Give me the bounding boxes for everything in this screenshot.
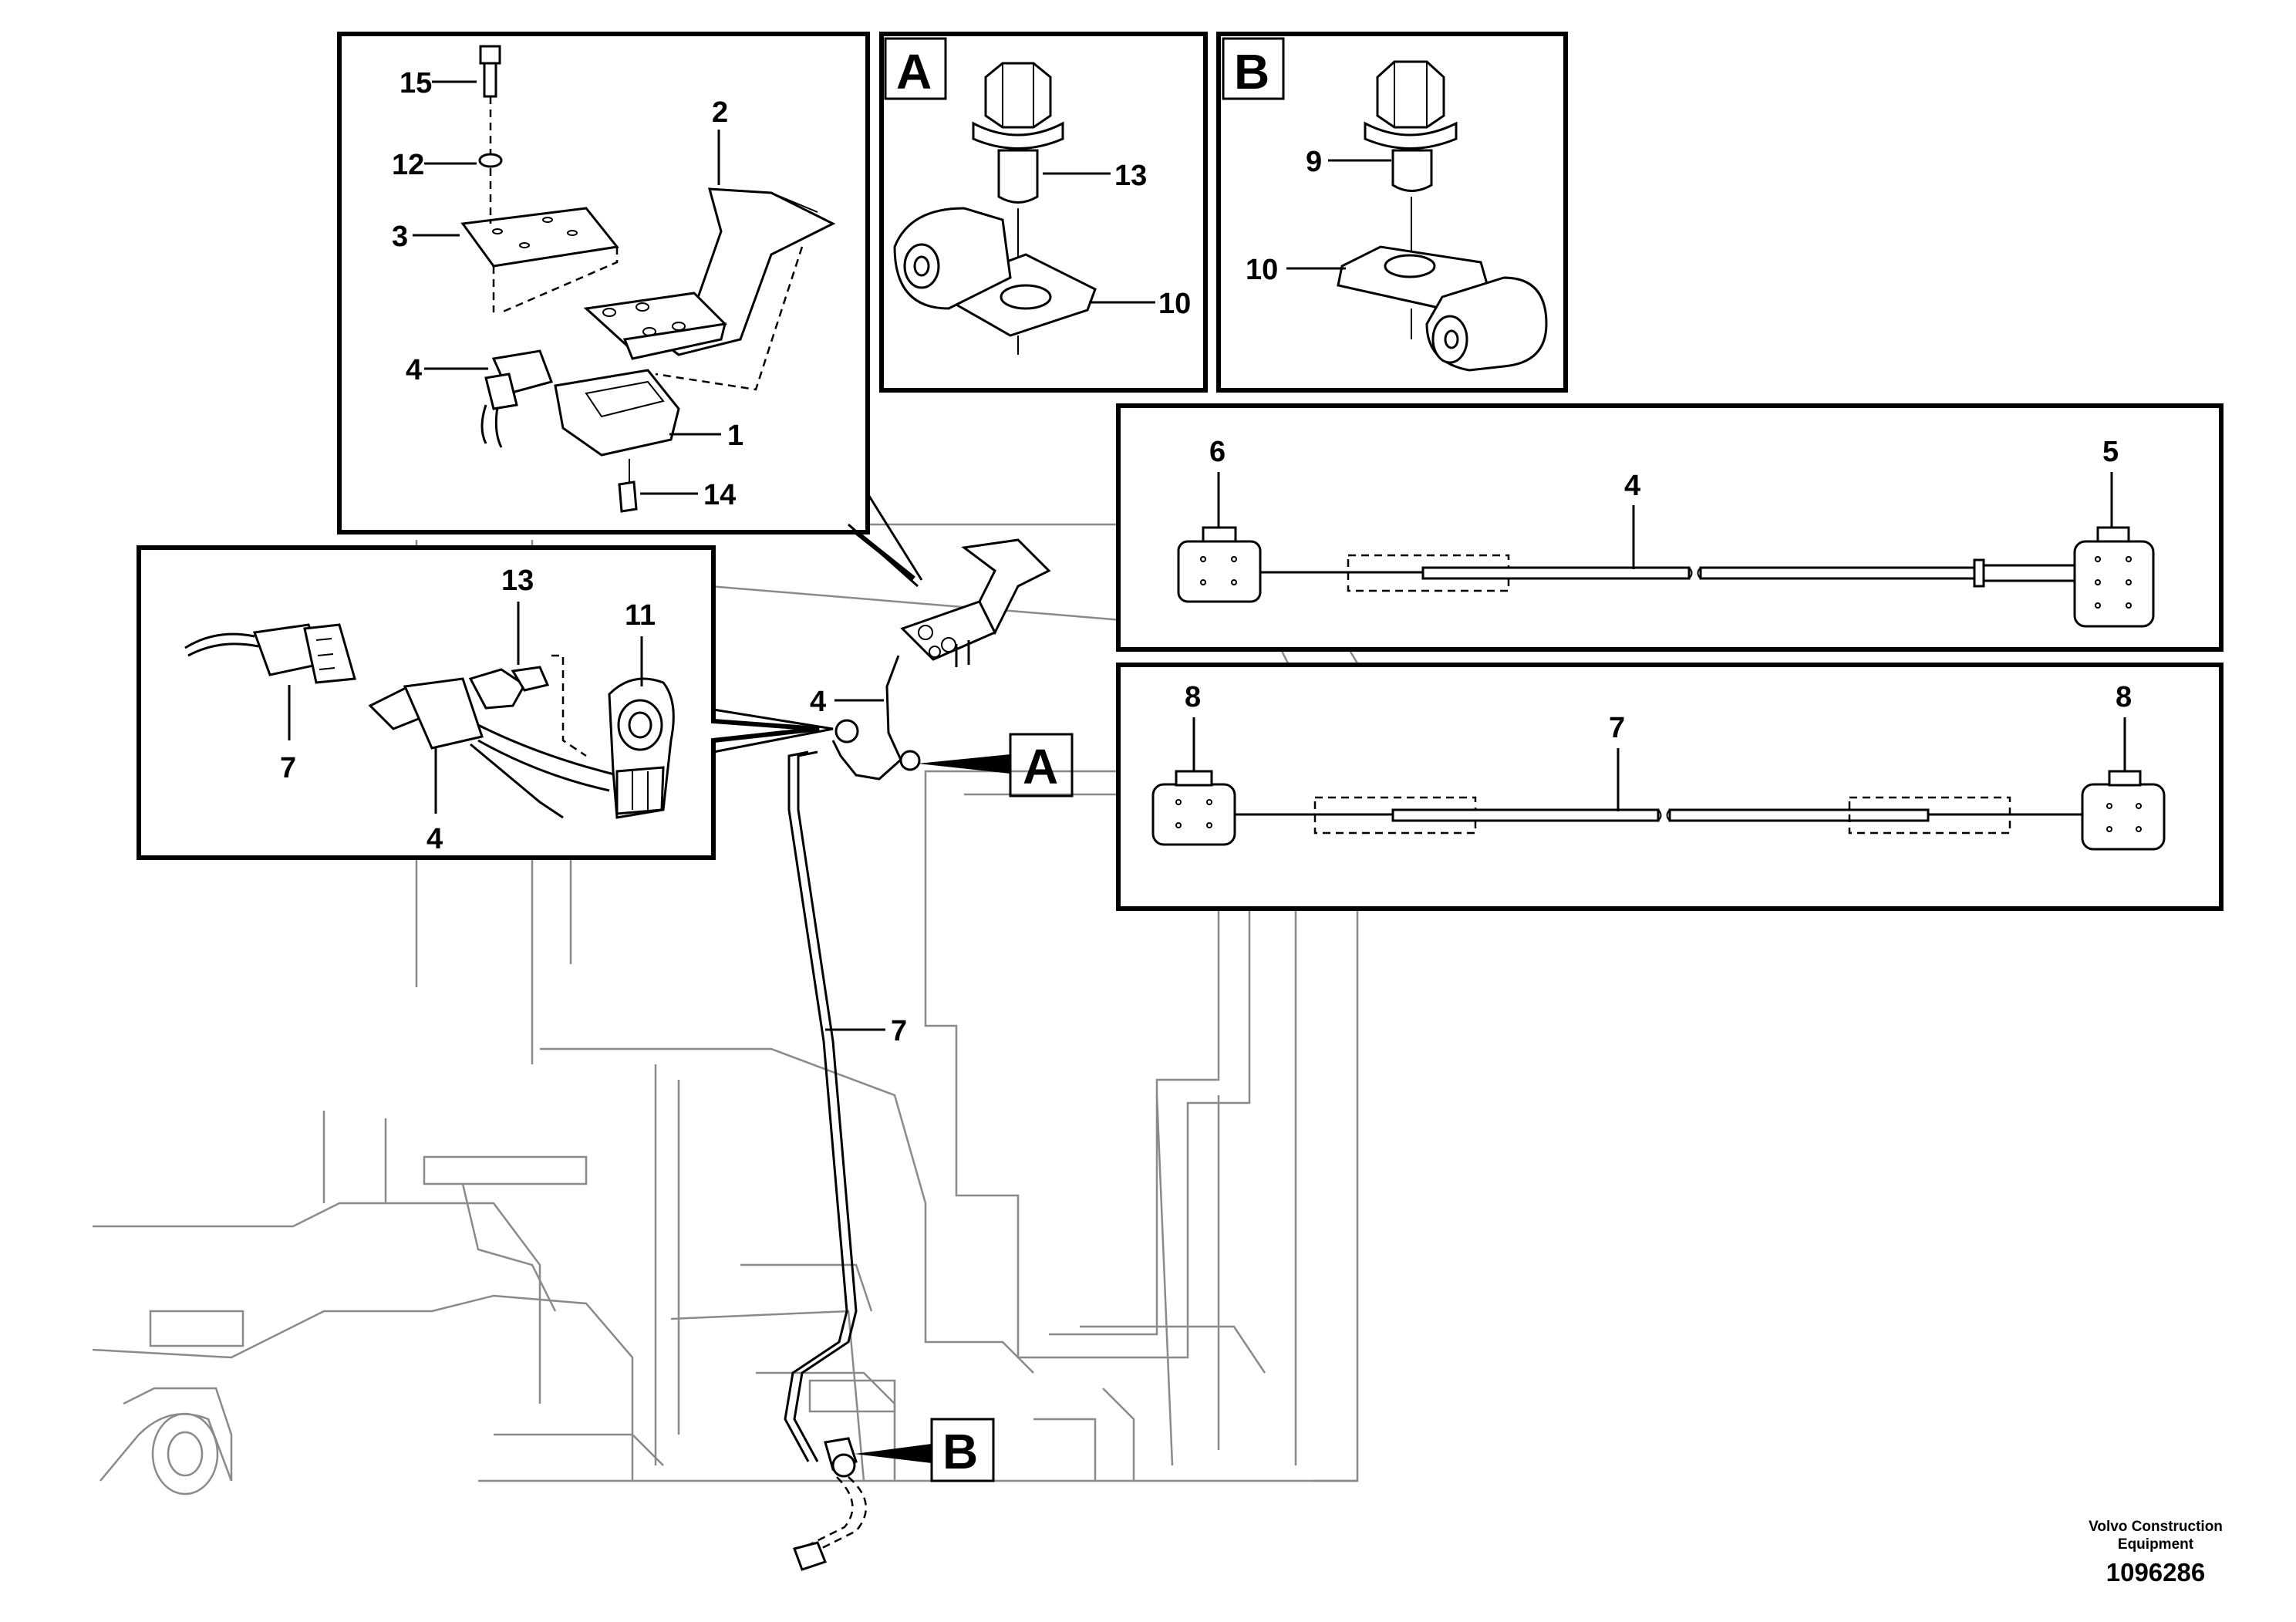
pointer-A: A [1023,739,1058,794]
callout-cable7-8-right: 8 [2116,681,2132,713]
callout-detail-7: 7 [280,752,296,784]
callout-14: 14 [703,479,736,511]
callout-A-13: 13 [1114,160,1147,192]
callout-12: 12 [392,149,424,181]
inset-sensor-bracket: 15 12 3 2 4 1 14 [337,32,923,588]
brand-line-2: Equipment [2117,1536,2194,1553]
footer: Volvo Construction Equipment 1096286 [2055,1518,2256,1587]
callout-4: 4 [406,354,422,386]
inset-cable-7: 8 8 7 [1116,663,2224,911]
brand-line-1: Volvo Construction [2089,1519,2223,1535]
inset-B-letter: B [1234,44,1269,99]
callout-detail-4: 4 [426,823,443,855]
callout-cable4-5: 5 [2102,436,2119,468]
callout-2: 2 [712,96,728,129]
callout-cable7-8-left: 8 [1185,681,1201,713]
callout-cable4-6: 6 [1209,436,1226,468]
callout-detail-13: 13 [501,565,534,597]
callout-A-10: 10 [1158,288,1191,320]
callout-3: 3 [392,221,408,253]
inset-A: A 13 10 [879,32,1208,393]
callout-machine-4: 4 [810,686,826,718]
callout-1: 1 [727,420,743,452]
callout-detail-11: 11 [625,599,656,632]
inset-connector-detail: 13 11 7 4 [137,545,834,860]
routed-harness [784,538,1051,1571]
callout-B-10: 10 [1246,254,1278,286]
callout-B-9: 9 [1306,146,1322,178]
callout-15: 15 [400,67,432,99]
callout-cable4-4: 4 [1624,470,1640,502]
callout-cable7-7: 7 [1609,712,1625,744]
inset-B: B 9 10 [1216,32,1568,393]
callout-machine-7: 7 [891,1015,907,1047]
machine-callouts: 4 7 A B [810,686,1074,1482]
inset-cable-4: 6 5 4 [1116,403,2224,652]
inset-A-letter: A [896,44,932,99]
drawing-number: 1096286 [2106,1558,2206,1587]
pointer-B: B [942,1424,978,1479]
